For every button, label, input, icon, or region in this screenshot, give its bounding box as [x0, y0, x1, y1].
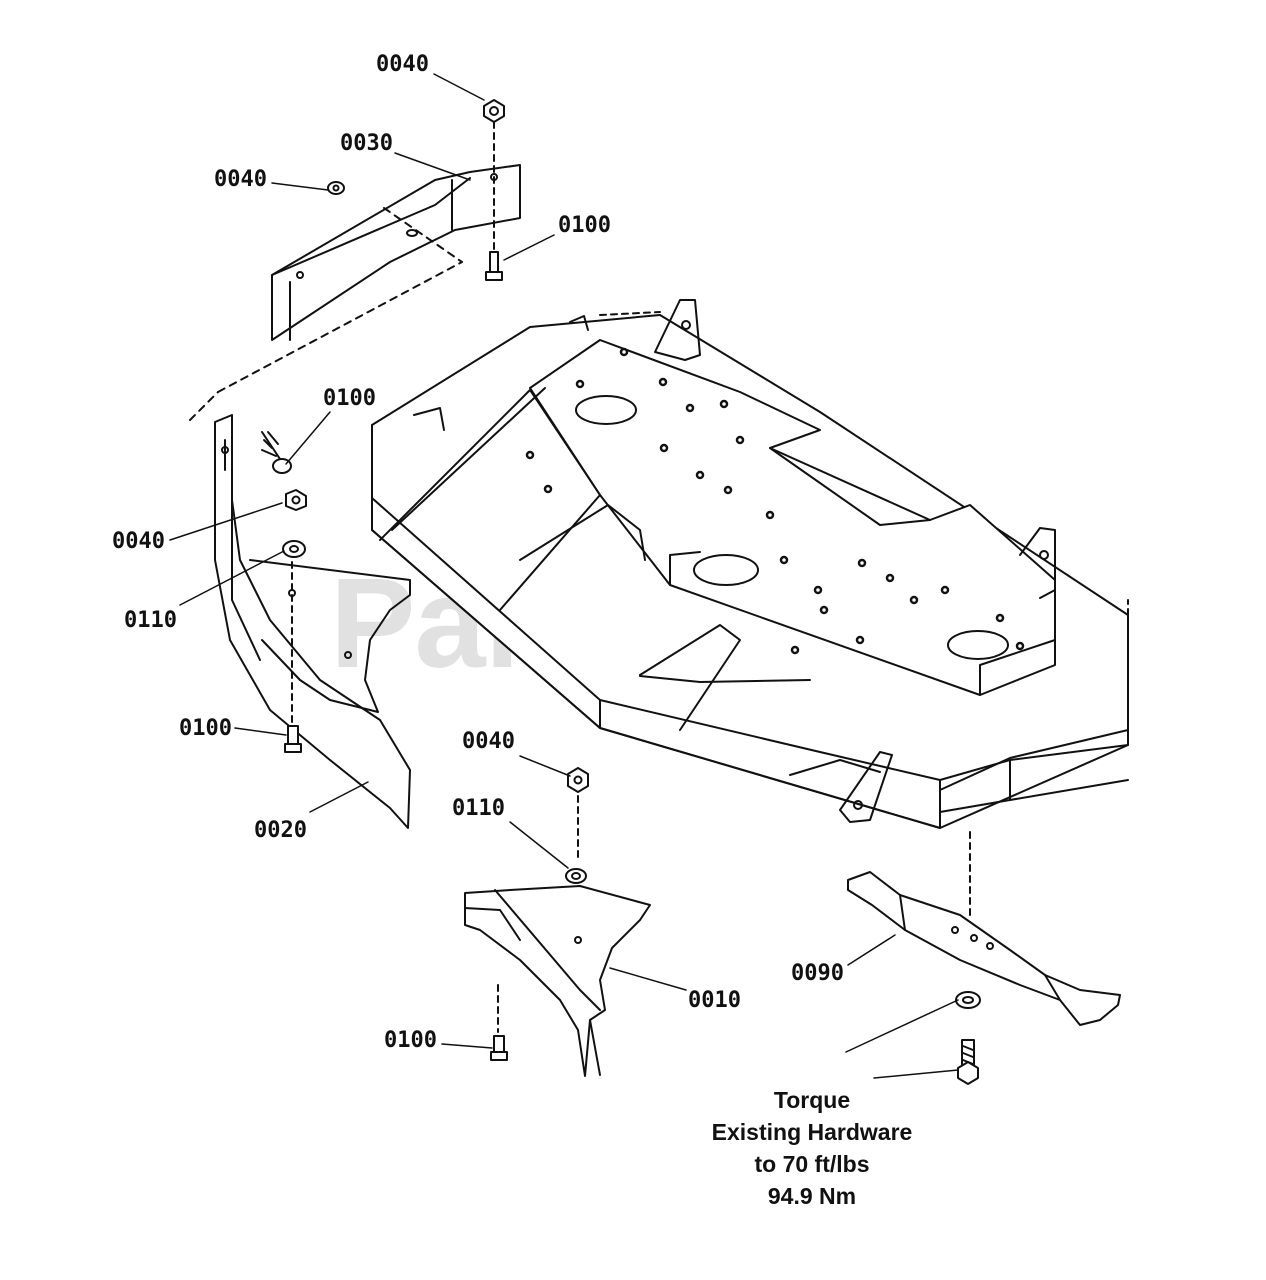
callout-0100-top-bolt: 0100 [558, 213, 611, 238]
callout-0040-left-nut: 0040 [214, 167, 267, 192]
callout-0040-top-nut: 0040 [376, 52, 429, 77]
callout-0110-mid-washer: 0110 [124, 608, 177, 633]
callout-0020-baffle: 0020 [254, 818, 307, 843]
callout-0100-low-bolt: 0100 [179, 716, 232, 741]
left-baffle-part [214, 414, 411, 829]
torque-note-line-2: Existing Hardware [711, 1119, 913, 1145]
blade-part [847, 831, 1121, 1085]
callout-0010-baffle: 0010 [688, 988, 741, 1013]
torque-note-line-1: Torque [773, 1087, 851, 1113]
left-hardware [261, 431, 307, 753]
torque-note-line-4: 94.9 Nm [767, 1183, 857, 1209]
callout-0110-low-washer: 0110 [452, 796, 505, 821]
leader-lines [169, 73, 959, 1079]
top-hardware [327, 99, 505, 281]
center-baffle-part [464, 885, 651, 1077]
callout-0090-blade: 0090 [791, 961, 844, 986]
callout-0100-mid-bolt: 0100 [323, 386, 376, 411]
callout-0100-bottom-bolt: 0100 [384, 1028, 437, 1053]
torque-note-line-3: to 70 ft/lbs [754, 1151, 870, 1177]
callout-0040-low-nut: 0040 [462, 729, 515, 754]
torque-note: Torque Existing Hardware to 70 ft/lbs 94… [660, 1084, 964, 1212]
top-baffle-part [189, 121, 521, 421]
callout-0030-baffle: 0030 [340, 131, 393, 156]
callout-0040-mid-nut: 0040 [112, 529, 165, 554]
center-hardware [490, 767, 589, 1061]
mower-deck [371, 299, 1129, 829]
